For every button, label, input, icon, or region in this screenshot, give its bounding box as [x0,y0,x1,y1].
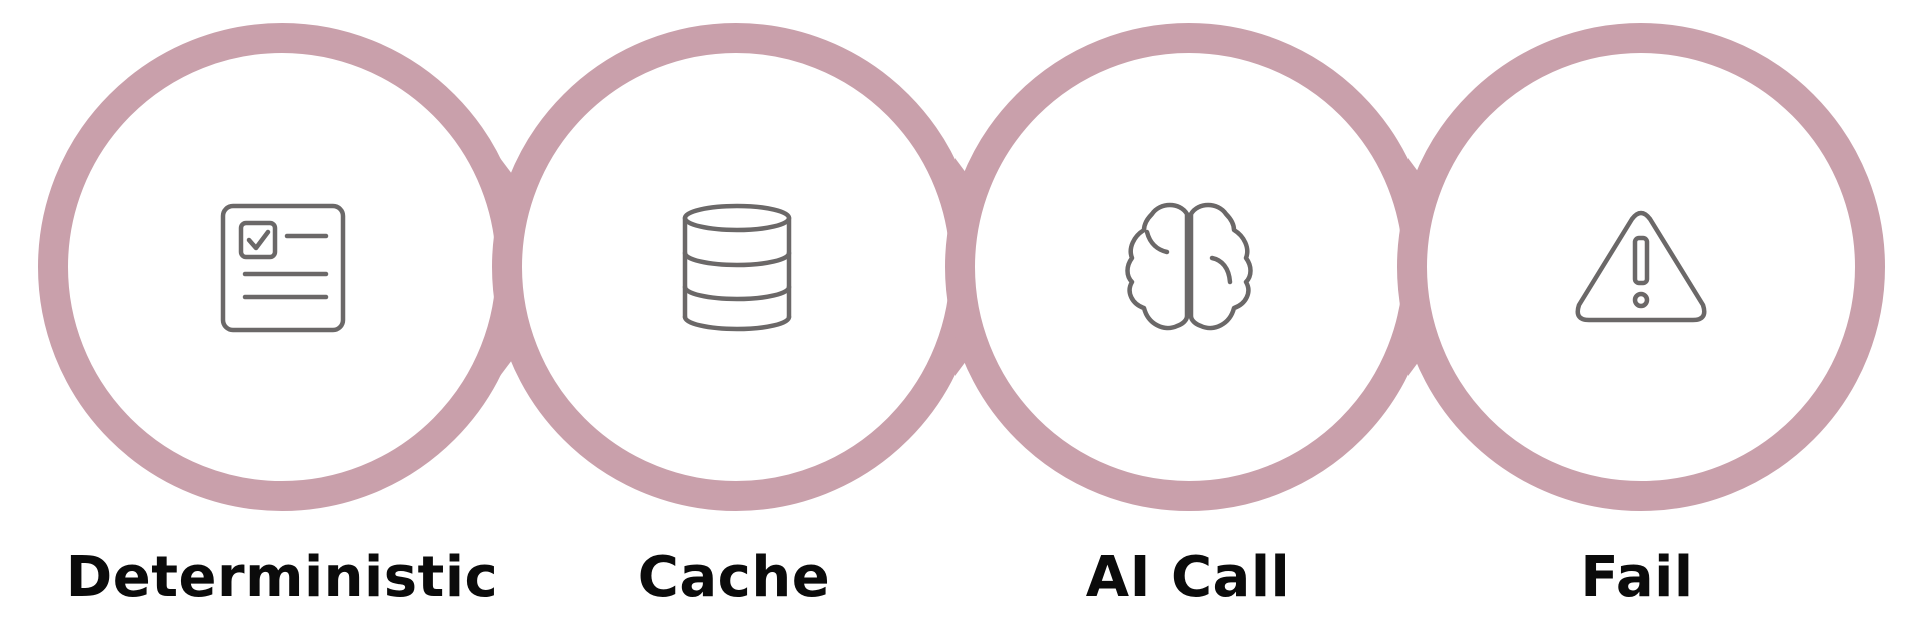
warning-triangle-icon [1575,210,1707,323]
checklist-document-icon [220,203,346,333]
database-icon [682,203,792,332]
step-label-cache: Cache [637,545,831,610]
step-label-deterministic: Deterministic [65,545,499,610]
step-label-ai-call: AI Call [1085,545,1291,610]
brain-icon [1125,202,1253,331]
step-label-fail: Fail [1580,545,1694,610]
step-ring-fail [1397,23,1885,511]
